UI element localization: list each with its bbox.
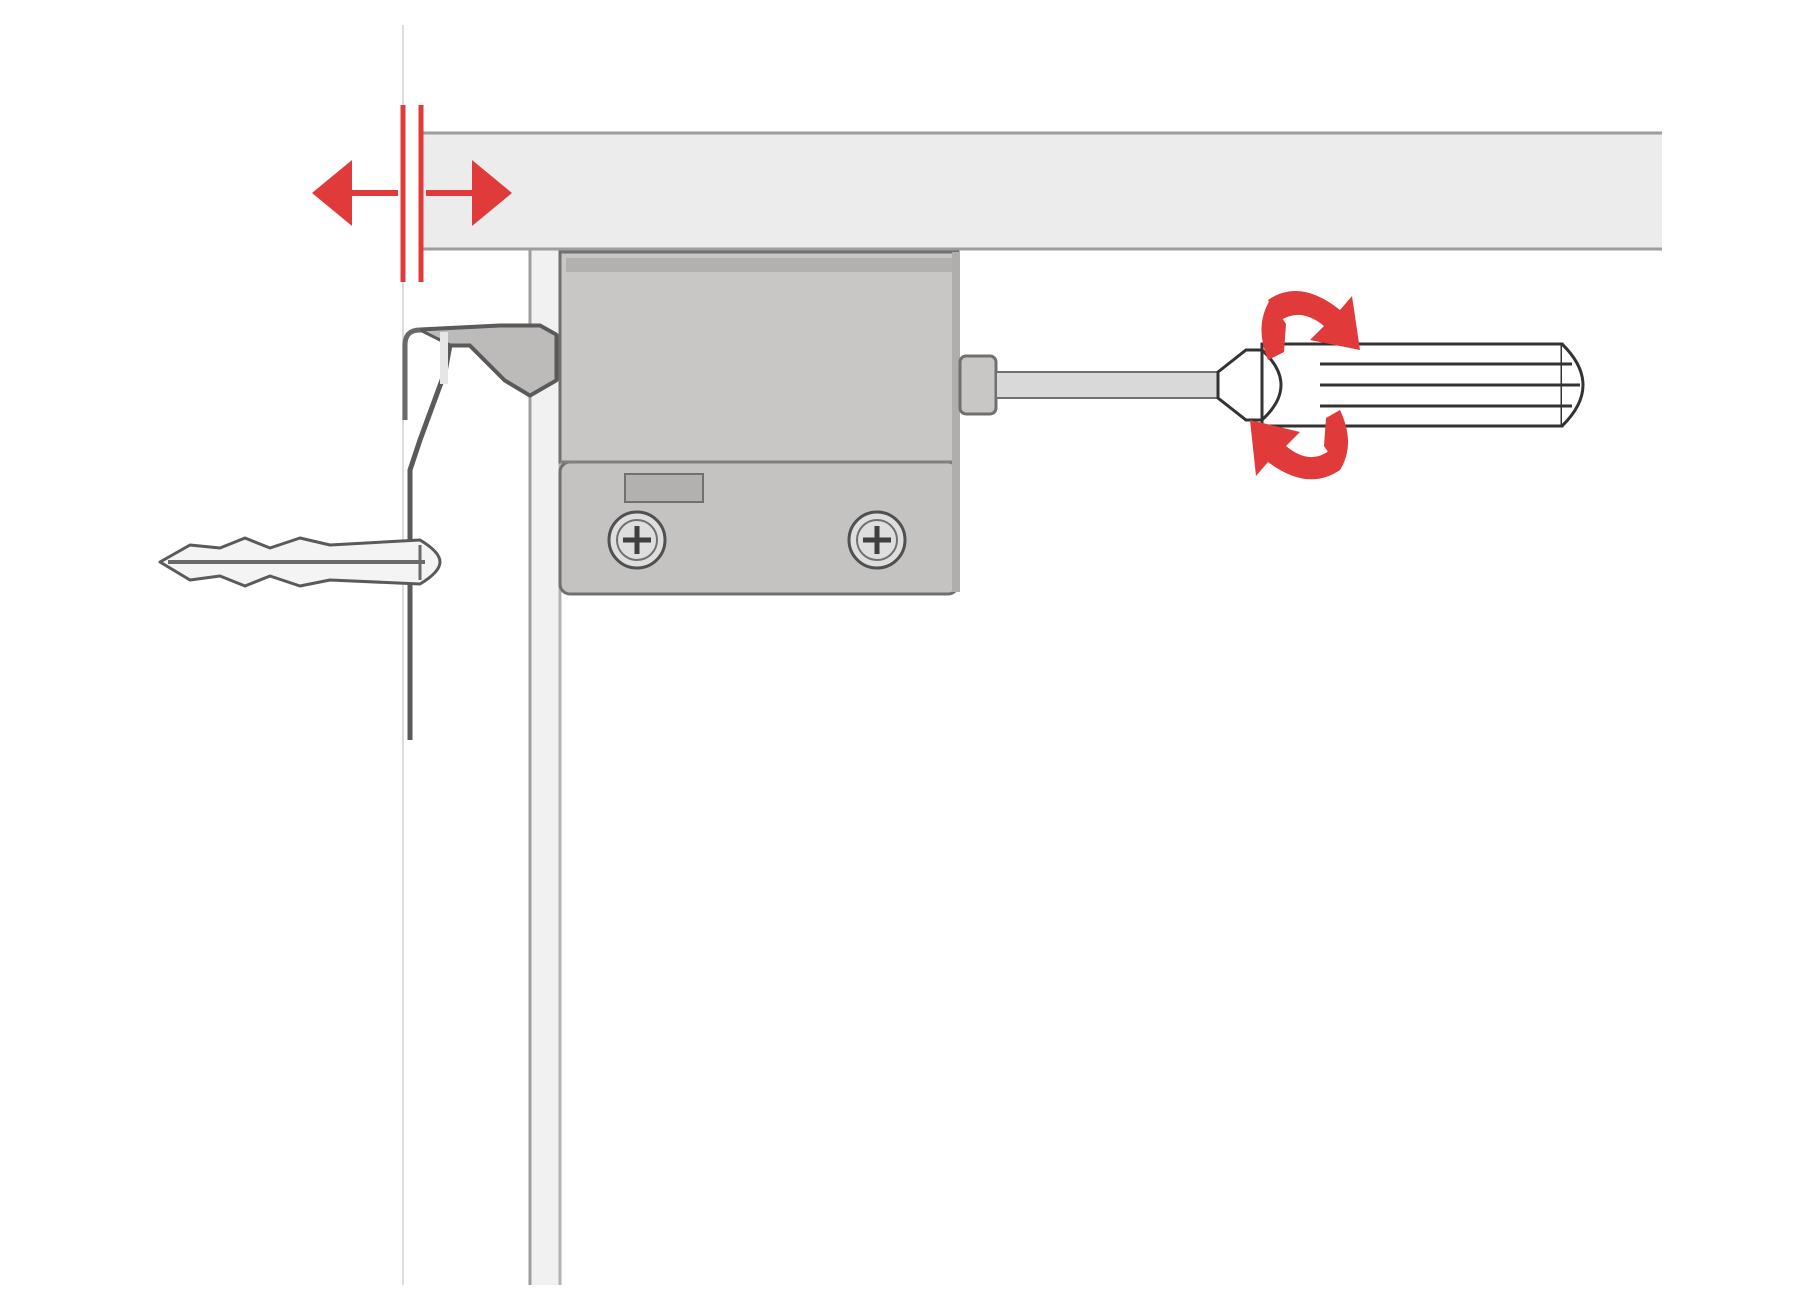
wall-plug — [158, 536, 442, 588]
phillips-screw-icon — [607, 510, 667, 570]
screwdriver — [1216, 342, 1585, 428]
phillips-screw-icon — [847, 510, 907, 570]
wall-hook — [402, 323, 559, 740]
double-arrow-icon — [312, 105, 512, 282]
cabinet-side-panel — [528, 250, 562, 1285]
adjustment-screw — [958, 354, 1219, 416]
cabinet-top-panel — [420, 131, 1662, 251]
mounting-bracket — [558, 250, 960, 596]
rotation-arrows-icon — [1250, 291, 1360, 480]
